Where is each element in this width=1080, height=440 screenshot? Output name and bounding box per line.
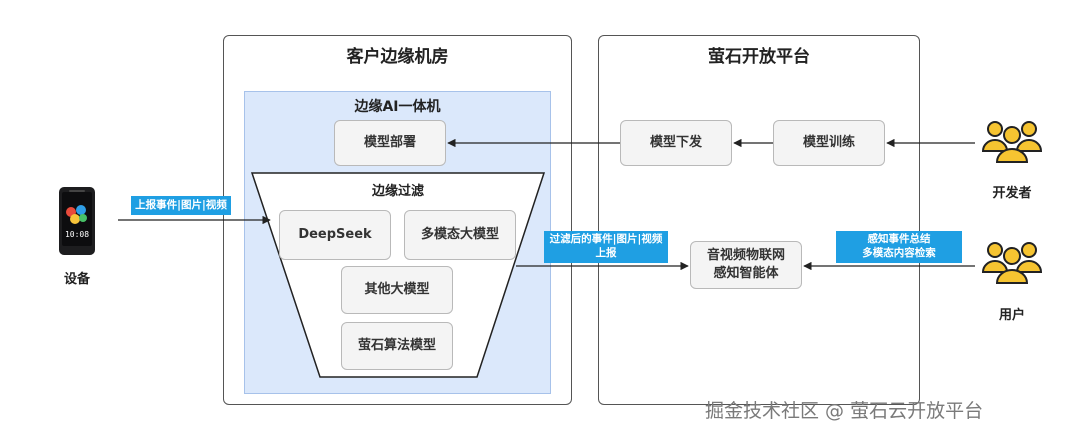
ezviz-platform-region: 萤石开放平台 <box>598 35 920 405</box>
edge-ai-title: 边缘AI一体机 <box>354 99 441 115</box>
model-deepseek-node: DeepSeek <box>279 210 391 260</box>
model-dispatch-node: 模型下发 <box>620 120 732 166</box>
watermark-text: 掘金技术社区 @ 萤石云开放平台 <box>705 400 984 422</box>
user-group-icon <box>981 236 1043 286</box>
device-label: 设备 <box>63 272 90 287</box>
ezviz-platform-title: 萤石开放平台 <box>708 47 810 67</box>
filtered-upload-line2: 上报 <box>595 247 617 259</box>
device-screen-time: 10:08 <box>64 230 90 239</box>
model-ezviz-algorithm-node: 萤石算法模型 <box>341 322 453 370</box>
model-training-node: 模型训练 <box>773 120 885 166</box>
upload-events-tag-text: 上报事件|图片|视频 <box>135 198 227 211</box>
perception-agent-node: 音视频物联网感知智能体 <box>690 241 802 289</box>
upload-events-tag: 上报事件|图片|视频 <box>131 196 231 215</box>
device-icon: 10:08 <box>57 186 97 256</box>
filtered-upload-tag: 过滤后的事件|图片|视频 上报 <box>544 231 668 263</box>
model-other-llm-node: 其他大模型 <box>341 266 453 314</box>
perception-line1: 感知事件总结 <box>867 233 931 246</box>
edge-filter-title: 边缘过滤 <box>371 184 424 199</box>
perception-tag: 感知事件总结 多模态内容检索 <box>836 231 962 263</box>
user-label: 用户 <box>998 308 1025 323</box>
developer-label: 开发者 <box>992 186 1032 201</box>
filtered-upload-line1: 过滤后的事件|图片|视频 <box>549 233 663 246</box>
customer-room-title: 客户边缘机房 <box>346 47 449 67</box>
developer-group-icon <box>981 115 1043 165</box>
model-multimodal-node: 多模态大模型 <box>404 210 516 260</box>
perception-line2: 多模态内容检索 <box>862 247 936 259</box>
model-deploy-node: 模型部署 <box>334 120 446 166</box>
